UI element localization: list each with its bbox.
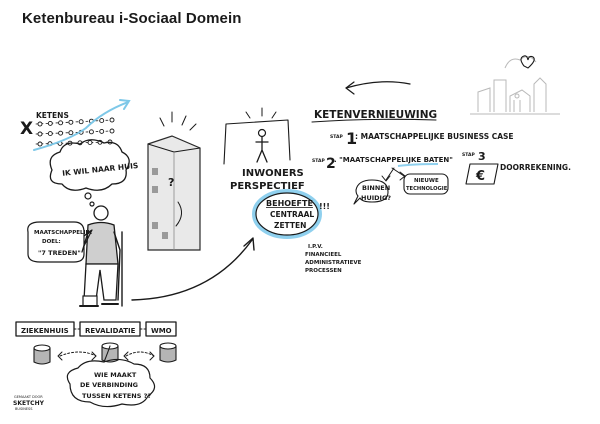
bottom-thought-bubble: WIE MAAKT DE VERBINDING TUSSEN KETENS ?? <box>66 345 156 408</box>
ipv-note: I.P.V. FINANCIEEL ADMINISTRATIEVE PROCES… <box>305 244 362 274</box>
binnen-bubble <box>353 179 389 205</box>
bottom-bubble-line-3: TUSSEN KETENS ?? <box>82 392 151 400</box>
skyline-sketch <box>470 55 560 115</box>
speech-line-1: MAATSCHAPPELIJK <box>34 230 93 236</box>
chain-node <box>47 120 53 126</box>
step3-number: 3 <box>478 150 486 163</box>
chain-node <box>88 129 94 135</box>
thought-bubble: IK WIL NAAR HUIS <box>49 139 139 207</box>
ketens-diagram: X KETENS <box>20 99 131 151</box>
behoefte-line-3: ZETTEN <box>274 221 306 230</box>
bottom-bubble-line-2: DE VERBINDING <box>80 381 138 389</box>
step1-text: : MAATSCHAPPELIJKE BUSINESS CASE <box>355 132 514 141</box>
binnen-line-2: HUIDIG? <box>361 194 391 202</box>
person-figure <box>79 205 123 307</box>
ipv-line-2: FINANCIEEL <box>305 252 342 258</box>
chain-node <box>99 118 105 124</box>
nieuwe-line-1: NIEUWE <box>414 178 439 184</box>
step3-label: STAP <box>462 152 475 158</box>
chain-boxes: ZIEKENHUIS REVALIDATIE WMO <box>15 321 177 337</box>
chain-node <box>78 119 84 125</box>
chain-nodes <box>37 117 115 147</box>
speech-bubble: MAATSCHAPPELIJK DOEL: "7 TREDEN" <box>27 221 93 263</box>
thought-bubble-text: IK WIL NAAR HUIS <box>62 161 139 178</box>
ketens-label: KETENS <box>36 111 69 120</box>
box-wmo <box>145 321 177 337</box>
logo-top-text: GEMAAKT DOOR <box>14 395 43 399</box>
chain-node <box>37 141 43 147</box>
chain-node <box>109 117 115 123</box>
box-ziekenhuis-label: ZIEKENHUIS <box>21 327 69 335</box>
chain-node <box>68 130 74 136</box>
ipv-line-4: PROCESSEN <box>305 268 342 274</box>
ipv-line-1: I.P.V. <box>308 244 323 250</box>
database-icon <box>159 342 177 363</box>
chain-node <box>47 131 53 137</box>
house-drawing: ? <box>147 111 201 251</box>
page-title: Ketenbureau i-Sociaal Domein <box>22 10 242 27</box>
logo-main-text: SKETCHY <box>13 400 45 407</box>
nieuwe-technologie-box <box>403 173 449 195</box>
sketchy-business-logo: GEMAAKT DOOR SKETCHY BUSINESS <box>13 395 45 411</box>
behoefte-line-1: BEHOEFTE <box>266 199 313 208</box>
ketens-blue-arrow <box>33 101 129 151</box>
euro-icon: € <box>475 169 485 184</box>
chain-node <box>109 128 115 134</box>
step1-label: STAP <box>330 134 343 140</box>
binnen-line-1: BINNEN <box>362 184 390 192</box>
speech-line-3: "7 TREDEN" <box>38 249 81 257</box>
speech-line-2: DOEL: <box>42 239 61 245</box>
ketenvernieuwing-section: KETENVERNIEUWING STAP 1 : MAATSCHAPPELIJ… <box>311 55 571 205</box>
chain-node <box>87 140 93 146</box>
database-icon <box>33 344 51 365</box>
step1-number: 1 <box>346 129 357 148</box>
box-revalidatie-label: REVALIDATIE <box>85 327 136 335</box>
bottom-bubble-line-1: WIE MAAKT <box>94 371 137 379</box>
inwoners-frame: INWONERS PERSPECTIEF <box>223 107 305 192</box>
chain-node <box>58 120 64 126</box>
baten-underline <box>397 163 439 167</box>
step2-label: STAP <box>312 158 325 164</box>
behoefte-exclaim: !!! <box>319 202 330 211</box>
chain-node <box>99 128 105 134</box>
ketens-x-mark: X <box>20 119 33 139</box>
inwoners-line-2: PERSPECTIEF <box>230 181 305 192</box>
step2-text: . "MAATSCHAPPELIJKE BATEN" <box>334 156 453 164</box>
ipv-line-3: ADMINISTRATIEVE <box>305 260 362 266</box>
house-question-mark: ? <box>168 176 174 189</box>
chain-node <box>37 121 43 127</box>
chain-node <box>37 131 43 137</box>
big-curve-arrow <box>131 239 253 301</box>
box-wmo-label: WMO <box>151 327 172 335</box>
ketenvernieuwing-heading: KETENVERNIEUWING <box>314 109 437 121</box>
behoefte-circle: BEHOEFTE CENTRAAL ZETTEN !!! <box>252 189 330 239</box>
chain-node <box>68 119 74 125</box>
euro-box <box>465 163 499 185</box>
chain-node <box>58 130 64 136</box>
logo-sub-text: BUSINESS <box>15 407 33 411</box>
inwoners-line-1: INWONERS <box>242 168 304 179</box>
step2-number: 2 <box>326 156 336 172</box>
blue-arrow-head <box>119 99 131 110</box>
nieuwe-line-2: TECHNOLOGIE <box>406 186 448 192</box>
step3-text: DOORREKENING. <box>500 163 571 172</box>
behoefte-line-2: CENTRAAL <box>270 210 314 219</box>
heart-icon <box>520 55 535 69</box>
big-curve-arrow-head <box>243 237 255 251</box>
